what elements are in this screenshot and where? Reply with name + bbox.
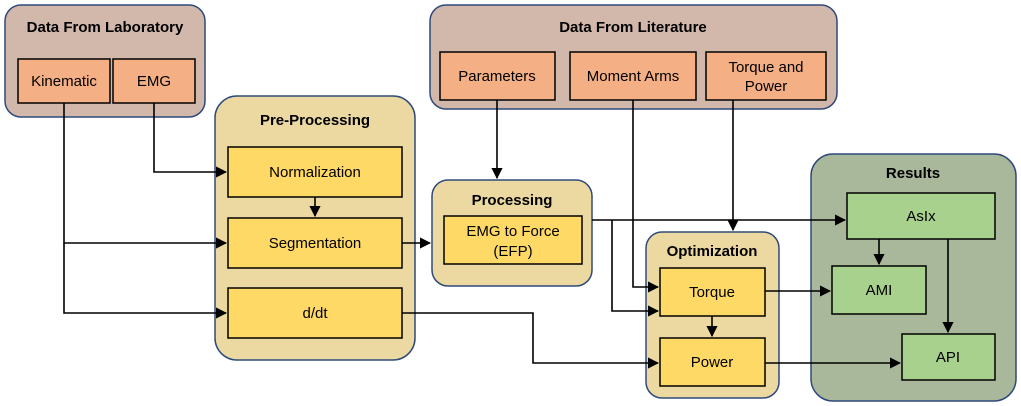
node-ddt-label: d/dt xyxy=(302,305,328,322)
group-processing-title: Processing xyxy=(472,192,553,209)
node-power: Power xyxy=(659,337,766,387)
node-emg-to-force-box xyxy=(443,215,583,265)
node-torque-and-power: Torque and Power xyxy=(705,51,827,101)
node-torque-and-power-label-line2: Power xyxy=(745,78,788,95)
node-ddt: d/dt xyxy=(227,287,403,339)
node-normalization-box xyxy=(227,146,403,198)
node-torque-and-power-label-line1: Torque and xyxy=(728,59,803,76)
node-normalization-label: Normalization xyxy=(269,164,361,181)
node-kinematic-box xyxy=(17,58,111,104)
edge-ddt-to-power xyxy=(402,312,660,369)
node-power-label: Power xyxy=(691,354,734,371)
node-emg: EMG xyxy=(112,58,196,104)
node-api-label: API xyxy=(936,349,960,366)
group-literature-title: Data From Literature xyxy=(559,19,707,36)
node-emg-to-force: EMG to Force (EFP) xyxy=(443,215,583,265)
group-optimization-title: Optimization xyxy=(667,243,758,260)
node-emg-label: EMG xyxy=(137,73,171,90)
node-segmentation-label: Segmentation xyxy=(269,235,362,252)
group-lab-title: Data From Laboratory xyxy=(27,19,184,36)
node-torque-and-power-box xyxy=(705,51,827,101)
node-ami-label: AMI xyxy=(866,282,893,299)
group-preprocessing-title: Pre-Processing xyxy=(260,112,370,129)
edge-emg-force-to-torque xyxy=(611,220,660,317)
edge-kinematic-to-segmentation xyxy=(63,103,228,249)
node-moment-arms-label: Moment Arms xyxy=(587,68,680,85)
node-power-box xyxy=(659,337,766,387)
node-emg-to-force-label-line1: EMG to Force xyxy=(466,223,559,240)
node-ami-box xyxy=(831,265,927,315)
node-parameters-label: Parameters xyxy=(458,68,536,85)
node-asix-box xyxy=(846,192,996,240)
node-emg-to-force-label-line2: (EFP) xyxy=(493,243,532,260)
node-parameters: Parameters xyxy=(439,51,556,101)
edge-moment-arms-to-torque xyxy=(632,100,660,293)
node-kinematic: Kinematic xyxy=(17,58,111,104)
node-kinematic-label: Kinematic xyxy=(31,73,97,90)
node-api: API xyxy=(901,333,996,381)
group-results-title: Results xyxy=(886,165,940,182)
node-ddt-box xyxy=(227,287,403,339)
node-moment-arms: Moment Arms xyxy=(569,51,697,101)
node-normalization: Normalization xyxy=(227,146,403,198)
edge-emg-to-normalization xyxy=(153,103,228,178)
node-asix: AsIx xyxy=(846,192,996,240)
node-torque: Torque xyxy=(659,267,766,317)
node-torque-box xyxy=(659,267,766,317)
node-ami: AMI xyxy=(831,265,927,315)
node-torque-label: Torque xyxy=(689,284,735,301)
node-segmentation: Segmentation xyxy=(227,217,403,269)
edge-kinematic-to-ddt xyxy=(63,243,228,319)
node-api-box xyxy=(901,333,996,381)
node-asix-label: AsIx xyxy=(906,208,936,225)
